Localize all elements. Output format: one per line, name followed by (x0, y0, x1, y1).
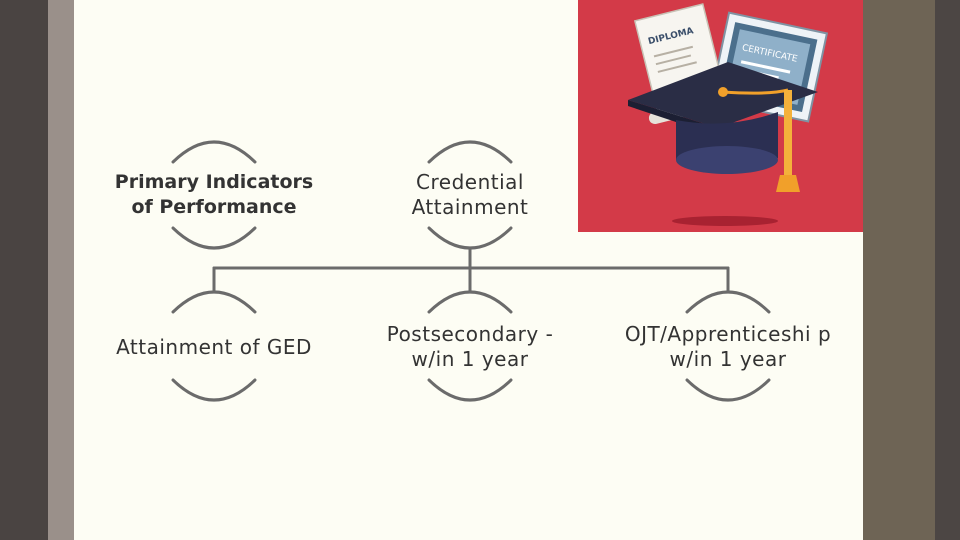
node-arc-top (171, 290, 257, 314)
node-credential-attainment: Credential Attainment (350, 168, 590, 222)
node-arc-top (171, 140, 257, 164)
node-label: Primary Indicators of Performance (114, 171, 314, 218)
node-ged: Attainment of GED (94, 320, 334, 374)
left-border-band (48, 0, 74, 540)
node-label: Attainment of GED (116, 334, 312, 359)
node-postsecondary: Postsecondary - w/in 1 year (350, 320, 590, 374)
node-arc-bottom (171, 378, 257, 402)
node-label: Credential Attainment (411, 170, 529, 219)
graduation-illustration: CERTIFICATE DIPLOMA (578, 0, 863, 232)
node-arc-bottom (427, 378, 513, 402)
right-border-band (863, 0, 935, 540)
node-arc-top (427, 290, 513, 314)
node-arc-bottom (171, 226, 257, 250)
node-primary-indicators: Primary Indicators of Performance (94, 168, 334, 222)
node-label: OJT/Apprenticeshi p w/in 1 year (624, 322, 832, 371)
node-label: Postsecondary - w/in 1 year (386, 322, 554, 371)
node-arc-bottom (427, 226, 513, 250)
right-edge (935, 0, 960, 540)
node-arc-bottom (685, 378, 771, 402)
node-arc-top (427, 140, 513, 164)
graduation-cap-icon: CERTIFICATE DIPLOMA (628, 3, 829, 226)
node-ojt-apprenticeship: OJT/Apprenticeshi p w/in 1 year (608, 320, 848, 374)
node-arc-top (685, 290, 771, 314)
